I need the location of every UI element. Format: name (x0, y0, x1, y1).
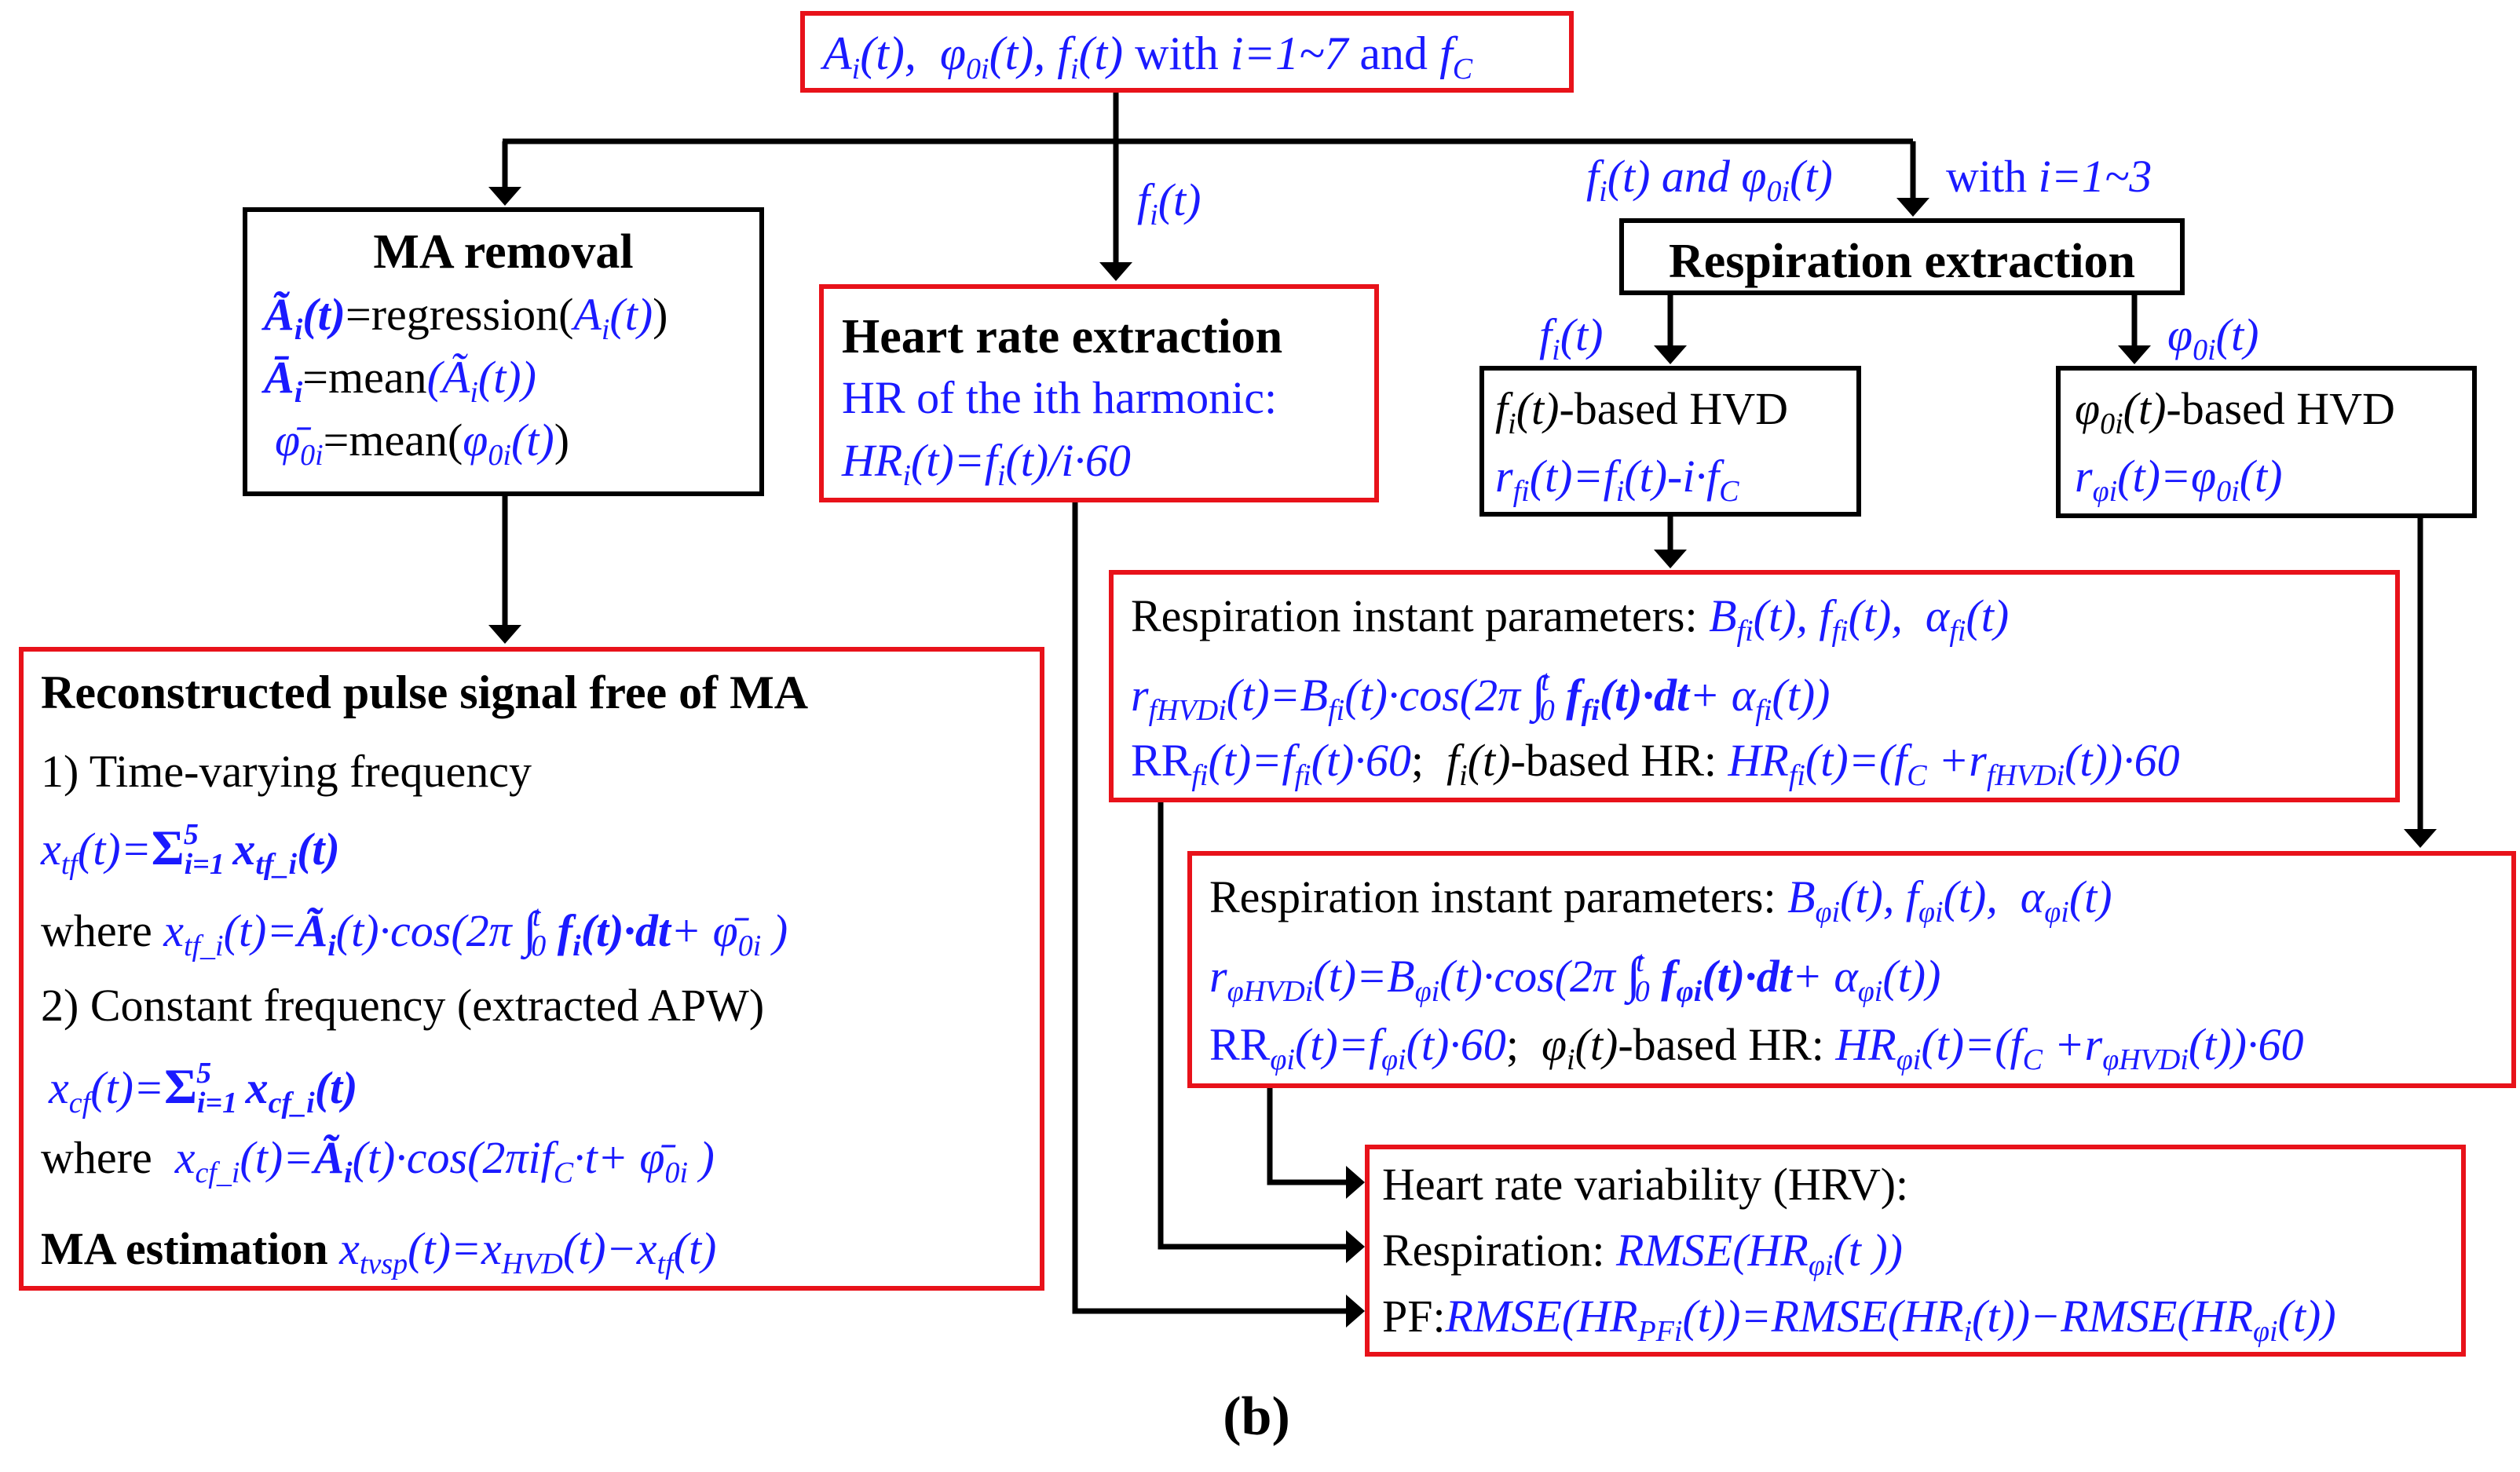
arrowhead-phi-to-hrv (1346, 1166, 1365, 1199)
edge-label-resp-right: with i=1~3 (1946, 151, 2152, 202)
f-hvd-line2: rfi(t)=fi(t)-i·fC (1495, 451, 1739, 508)
resp-f-params-box (1109, 570, 2400, 802)
reconstructed-item1-where: where xtf_i(t)=Ãi(t)·cos(2π ∫t0 fi(t)·dt… (41, 900, 788, 962)
hrv-box (1365, 1145, 2466, 1357)
reconstructed-item2-where: where xcf_i(t)=Ãi(t)·cos(2πifC·t+ φ̄0i ) (41, 1132, 715, 1189)
inputs-formula: Ai(t), φ0i(t), fi(t) with i=1~7 and fC (823, 27, 1473, 86)
respiration-title: Respiration extraction (1668, 235, 2136, 288)
inputs-box (800, 11, 1574, 93)
reconstructed-box (19, 647, 1044, 1291)
ma-removal-title: MA removal (373, 225, 634, 279)
resp-f-params-line1: Respiration instant parameters: Bfi(t), … (1131, 590, 2010, 648)
edge-label-resp-left: fi(t) and φ0i(t) (1586, 151, 1833, 208)
phi-hvd-line2: rφi(t)=φ0i(t) (2075, 451, 2283, 508)
arrow-phi-to-hrv (1267, 1088, 1349, 1185)
arrowhead-heart-rate (1099, 262, 1132, 281)
arrowhead-f-hvd (1654, 345, 1687, 364)
resp-phi-params-box (1187, 851, 2516, 1088)
resp-f-params-line3: RRfi(t)=ffi(t)·60; fi(t)-based HR: HRfi(… (1131, 735, 2180, 792)
arrowhead-phi-hvd (2118, 345, 2151, 364)
f-hvd-box (1479, 366, 1861, 517)
heart-rate-box (819, 284, 1379, 502)
arrowhead-respiration (1896, 198, 1929, 217)
reconstructed-title: Reconstructed pulse signal free of MA (41, 667, 809, 718)
edge-label-resp-fi: fi(t) (1539, 309, 1604, 367)
hrv-respiration: Respiration: RMSE(HRφi(t )) (1382, 1225, 1903, 1282)
arrowhead-resp-phi-params (2404, 829, 2437, 848)
phi-hvd-box (2056, 366, 2477, 518)
arrowhead-ma-removal (488, 187, 521, 206)
heart-rate-line1: HR of the ith harmonic: (842, 372, 1278, 423)
resp-phi-params-line2: rφHVDi(t)=Bφi(t)·cos(2π ∫t0 fφi(t)·dt+ α… (1209, 945, 1941, 1008)
resp-phi-params-line1: Respiration instant parameters: Bφi(t), … (1209, 871, 2112, 929)
ma-removal-line2: Āi=mean(Ãi(t)) (264, 352, 536, 409)
respiration-box (1619, 218, 2185, 295)
reconstructed-ma-estimation: MA estimation xtvsp(t)=xHVD(t)−xtf(t) (41, 1223, 717, 1280)
arrowhead-hr-to-hrv (1346, 1295, 1365, 1328)
hrv-title: Heart rate variability (HRV): (1382, 1159, 1909, 1210)
arrow-hr-to-hrv (1072, 502, 1349, 1314)
arrow-f-to-hrv (1158, 802, 1349, 1250)
arrowhead-reconstructed (488, 625, 521, 644)
ma-removal-line1: Ãi(t)=regression(Ai(t)) (264, 289, 668, 346)
f-hvd-title: fi(t)-based HVD (1495, 383, 1788, 440)
resp-f-params-line2: rfHVDi(t)=Bfi(t)·cos(2π ∫t0 ffi(t)·dt+ α… (1131, 664, 1831, 727)
phi-hvd-title: φ0i(t)-based HVD (2075, 383, 2395, 440)
reconstructed-item1: 1) Time-varying frequency (41, 746, 532, 797)
resp-phi-params-line3: RRφi(t)=fφi(t)·60; φi(t)-based HR: HRφi(… (1209, 1019, 2304, 1076)
reconstructed-item2: 2) Constant frequency (extracted APW) (41, 980, 765, 1031)
edge-label-resp-phi: φ0i(t) (2167, 309, 2259, 367)
heart-rate-line2: HRi(t)=fi(t)/i·60 (842, 435, 1131, 492)
figure-label: (b) (1223, 1386, 1290, 1447)
reconstructed-item1-eq: xtf(t)=Σi=15 xtf_i(t) (41, 818, 340, 881)
arrowhead-f-to-hrv (1346, 1230, 1365, 1263)
edge-label-fi-heart: fi(t) (1137, 174, 1201, 232)
reconstructed-item2-eq: xcf(t)=Σi=15 xcf_i(t) (49, 1057, 358, 1120)
hrv-pf: PF:RMSE(HRPFi(t))=RMSE(HRi(t))−RMSE(HRφi… (1382, 1291, 2336, 1348)
ma-removal-box (243, 207, 764, 496)
heart-rate-title: Heart rate extraction (842, 310, 1283, 363)
ma-removal-line3: φ̄0i=mean(φ0i(t)) (275, 415, 570, 472)
arrowhead-resp-f-params (1654, 550, 1687, 568)
